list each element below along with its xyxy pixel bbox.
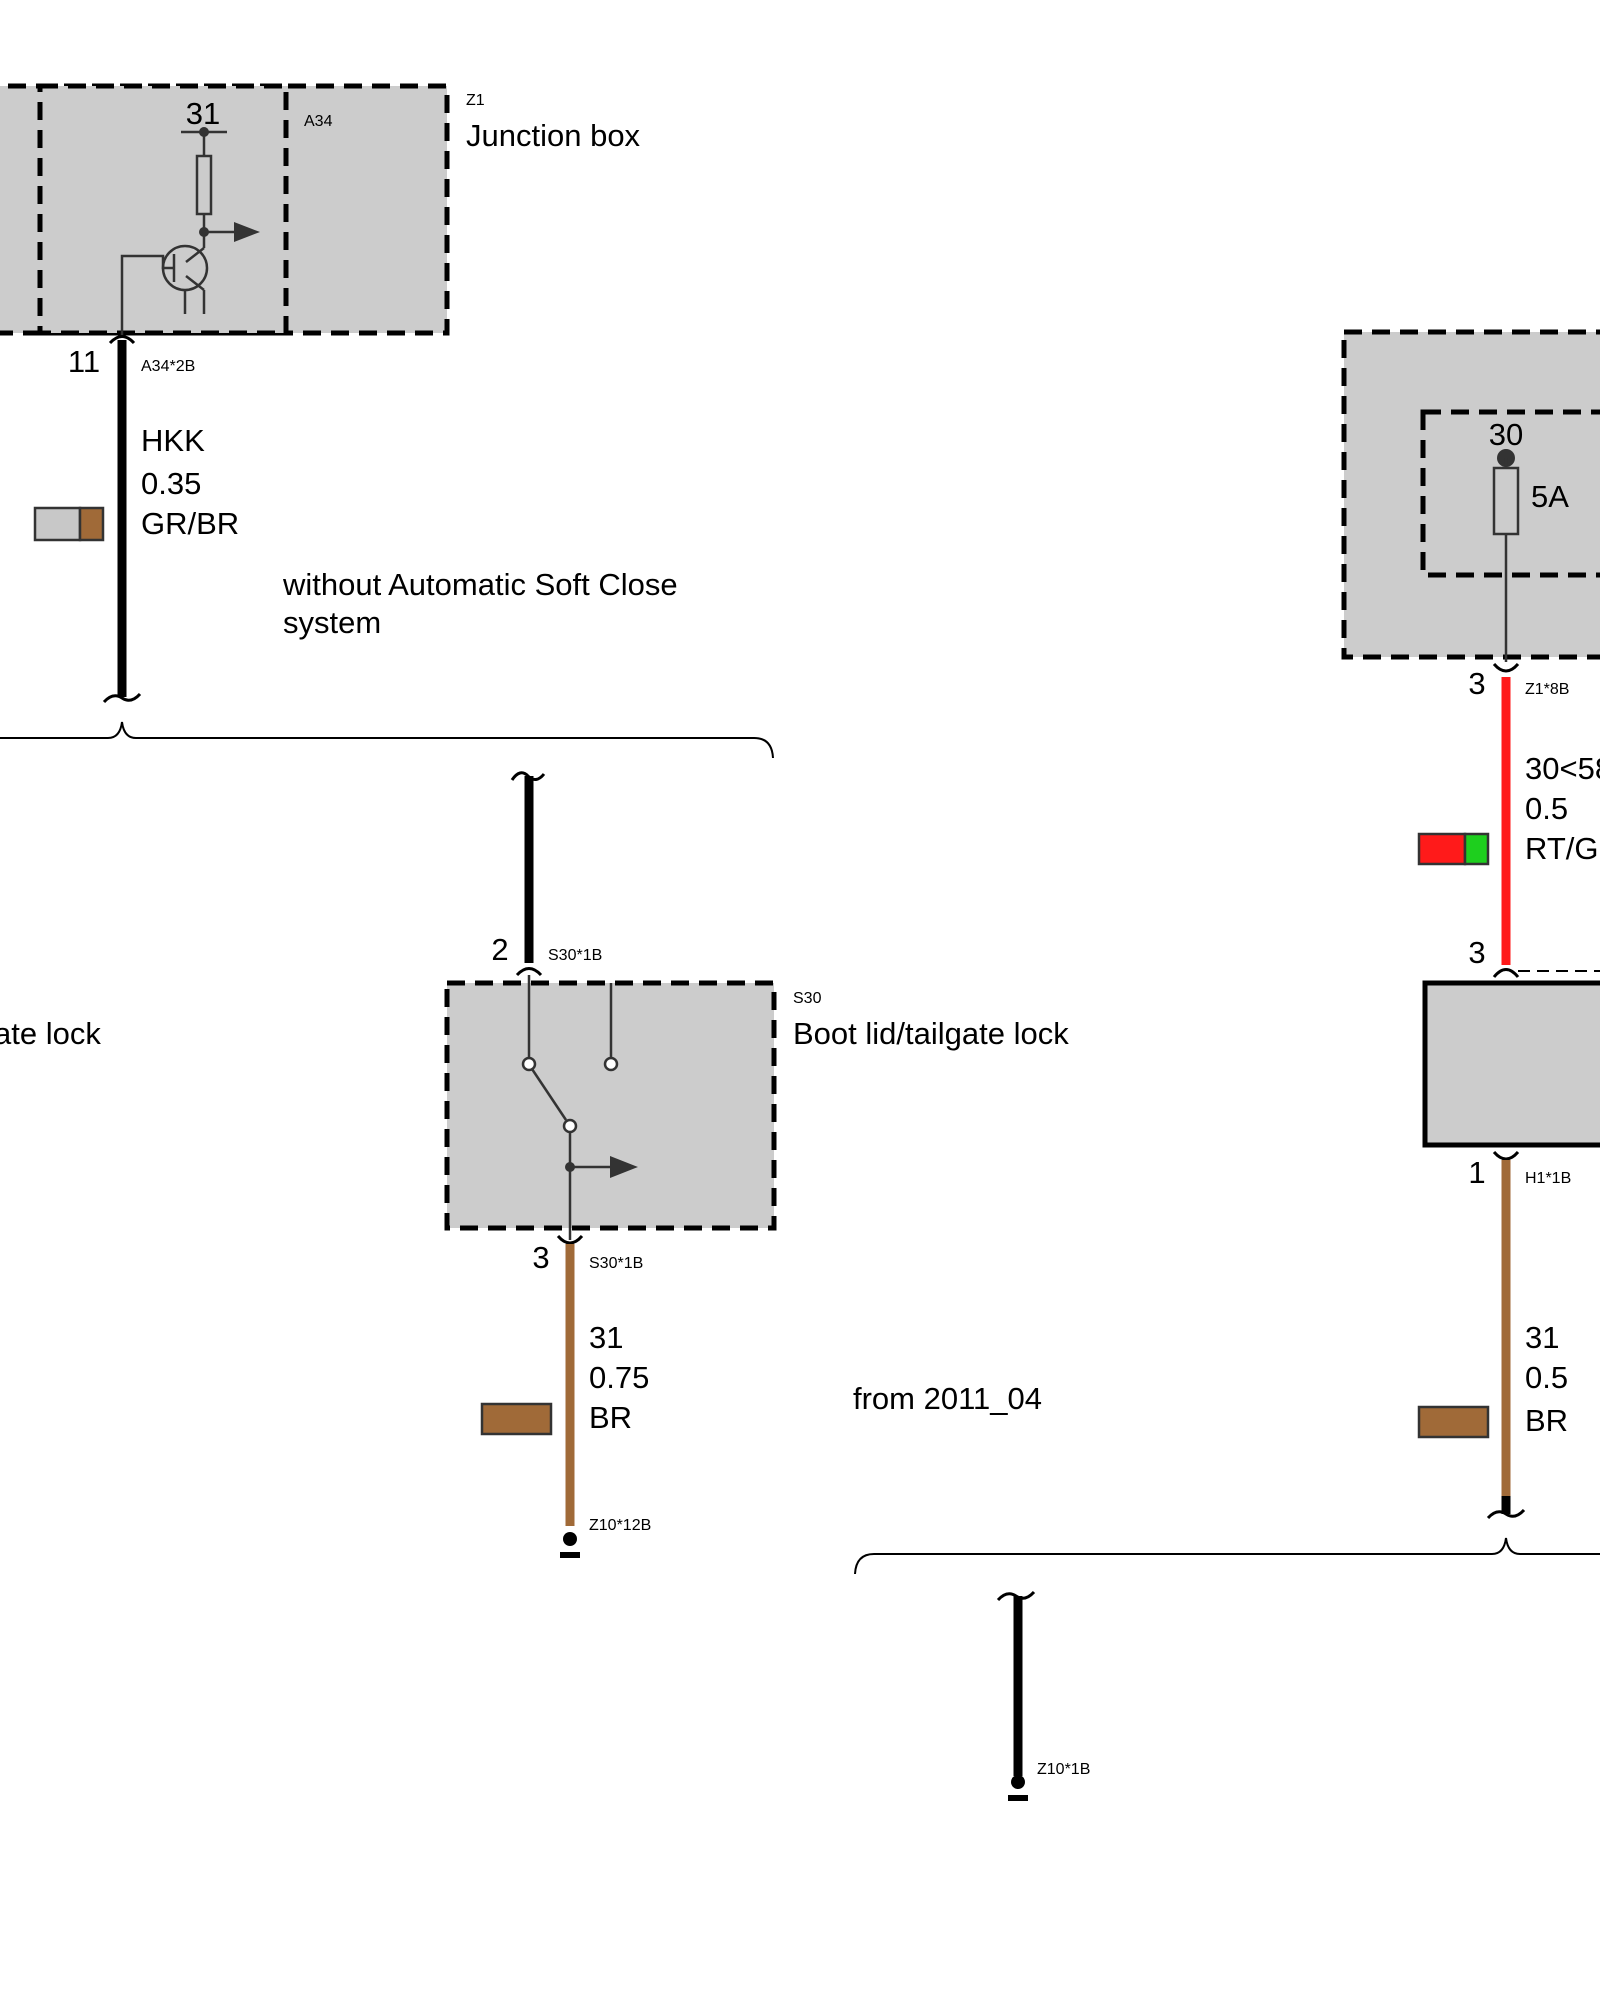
transistor-driver-icon [120,127,260,335]
s30-bottom-connector: S30*1B [589,1255,643,1272]
hkk-color-code: GR/BR [141,506,239,541]
h1-ground-gauge: 0.5 [1525,1360,1568,1395]
h1-top-pin-connector-icon [1492,968,1520,978]
h1-ground-color-code: BR [1525,1403,1568,1438]
h1-wire-break-icon [1486,1508,1526,1520]
ground-point-icon [560,1532,580,1558]
s30-ground-signal: 31 [589,1320,623,1355]
s30-top-pin-connector-icon [515,967,543,977]
fuse-pin-label: 3 [1468,666,1485,701]
left-partial-label: ate lock [0,1016,101,1051]
z1-connector-label: A34*2B [141,358,195,375]
supply-signal: 30<58 [1525,751,1600,786]
h1-component-box [1422,980,1600,1148]
s30-code: S30 [793,990,822,1007]
z1-title: Junction box [466,118,641,153]
fuse-terminal-label: 30 [1489,417,1523,452]
hkk-signal: HKK [141,423,205,458]
z1-terminal-label: 31 [186,96,220,131]
fuse-connector-label: Z1*8B [1525,681,1569,698]
fuse-rating: 5A [1531,479,1569,514]
a34-code: A34 [304,113,333,130]
z1-pin-connector-icon [108,335,136,345]
variant-note-from: from 2011_04 [853,1381,1042,1416]
supply-gauge: 0.5 [1525,791,1568,826]
h1-ground-color-swatch [1417,1405,1490,1439]
h1-bottom-pin-label: 1 [1468,1155,1485,1190]
s30-ground-gauge: 0.75 [589,1360,649,1395]
z1-a34-module [37,83,289,336]
h1-top-pin-label: 3 [1468,935,1485,970]
s30-bottom-pin-label: 3 [532,1240,549,1275]
s30-top-connector: S30*1B [548,947,602,964]
ground-point-icon [1008,1775,1028,1801]
switch-contact-icon [521,975,638,1240]
variant-note-without: without Automatic Soft Close [282,567,678,602]
s30-ground-color-swatch [480,1402,553,1436]
supply-color-code: RT/G [1525,831,1599,866]
z1-pin-label: 11 [68,344,100,379]
s30-top-pin-label: 2 [491,932,508,967]
s30-title: Boot lid/tailgate lock [793,1016,1069,1051]
z10-ground-point-label: Z10*1B [1037,1761,1090,1778]
fuse-icon [1492,449,1520,662]
h1-ground-signal: 31 [1525,1320,1559,1355]
z1-code: Z1 [466,92,485,109]
supply-color-swatch [1417,832,1490,866]
fuse-pin-connector-icon [1492,662,1520,673]
hkk-color-swatch [33,506,105,542]
variant-note-without-2: system [283,605,381,640]
hkk-gauge: 0.35 [141,466,201,501]
h1-bottom-pin-connector-icon [1492,1150,1520,1161]
s30-bottom-pin-connector-icon [556,1234,584,1245]
h1-bottom-connector: H1*1B [1525,1170,1571,1187]
hkk-wire-break-icon [102,692,142,704]
s30-ground-color-code: BR [589,1400,632,1435]
variant-bracket-upper [0,721,774,759]
s30-ground-point-label: Z10*12B [589,1517,651,1534]
variant-bracket-lower [854,1537,1600,1575]
